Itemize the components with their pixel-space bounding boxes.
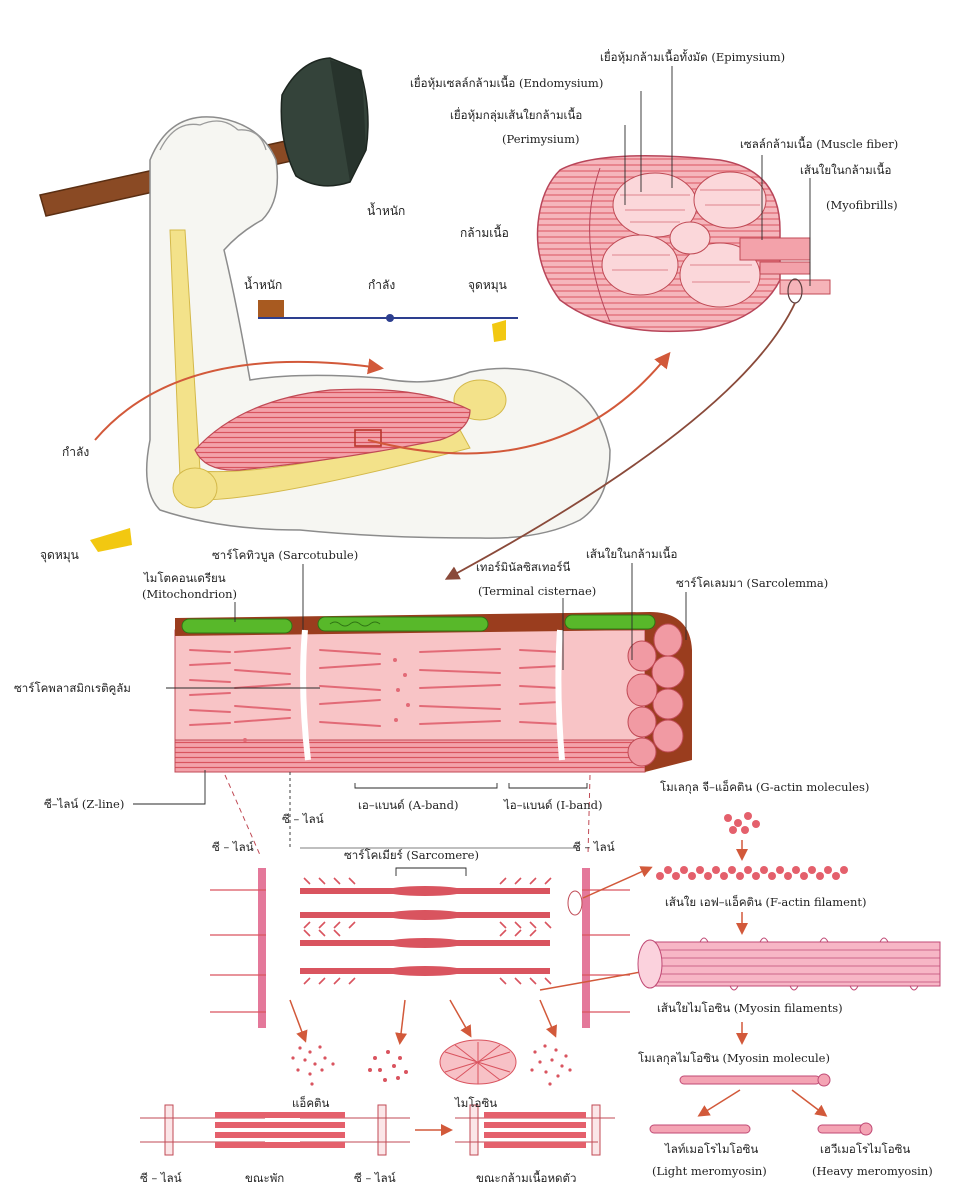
protein-section [638, 812, 940, 1135]
mitochondrion-3 [565, 615, 655, 629]
sarcomere-diagram [210, 775, 652, 1086]
mitochondrion-2 [318, 617, 488, 631]
contraction-label: ขณะกล้ามเนื้อหดตัว [476, 1171, 576, 1185]
sarcoplasmic-reticulum-label: ซาร์โคพลาสมิกเรติคูลัม [14, 681, 131, 695]
terminal-cisternae-en-label: (Terminal cisternae) [478, 584, 596, 598]
sarcolemma-label: ซาร์โคเลมมา (Sarcolemma) [676, 576, 828, 590]
z-disc-right [582, 868, 590, 1028]
lever-force-label: กำลัง [368, 278, 395, 292]
mitochondrion-th-label: ไมโตคอนเดรียน [144, 571, 226, 585]
perimysium-en-label: (Perimysium) [502, 132, 579, 146]
myofibril-en-label: (Myofibrills) [826, 198, 898, 212]
bottom-zline-left-label: ซี – ไลน์ [140, 1171, 182, 1185]
myosin-filaments-label: เส้นใยไมโอซิน (Myosin filaments) [657, 1001, 843, 1015]
lever-fulcrum [492, 320, 506, 342]
f-actin-label: เส้นใย เอฟ–แอ็คติน (F-actin filament) [665, 895, 866, 909]
bottom-zline-mid-label: ซี – ไลน์ [354, 1171, 396, 1185]
z-disc-left [258, 868, 266, 1028]
lever-force-point [386, 314, 394, 322]
arm-force-label: กำลัง [62, 445, 89, 459]
i-band-label: ไอ–แบนด์ (I-band) [504, 798, 603, 812]
terminal-cisternae-th-label: เทอร์มินัลซิสเทอร์นี [476, 560, 570, 574]
fiber-myofibril-label: เส้นใยในกล้ามเนื้อ [586, 547, 677, 561]
lever-weight-box [258, 300, 284, 318]
lever-weight-label: น้ำหนัก [244, 278, 282, 292]
arm-fulcrum-label: จุดหมุน [40, 548, 79, 562]
light-meromyosin-th-label: ไลท์เมอโรไมโอซิน [665, 1142, 758, 1156]
myosin-molecule [680, 1076, 820, 1084]
fiber-zline-label: ซี–ไลน์ (Z-line) [44, 797, 124, 811]
sarcotubule-label: ซาร์โคทิวบูล (Sarcotubule) [212, 548, 358, 562]
sarcomere-rest [140, 1105, 410, 1155]
fulcrum-wedge [90, 528, 132, 552]
arm-weight-label: น้ำหนัก [367, 204, 405, 218]
myosin-label: ไมโอซิน [455, 1096, 497, 1110]
f-actin-chain [656, 866, 848, 880]
heavy-meromyosin [818, 1125, 864, 1133]
perimysium-th-label: เยื่อหุ้มกลุ่มเส้นใยกล้ามเนื้อ [450, 108, 582, 122]
rest-label: ขณะพัก [245, 1171, 284, 1185]
sarcomere-zline-right-label: ซี – ไลน์ [573, 840, 615, 854]
cross-section-thick [368, 1050, 408, 1082]
light-meromyosin-en-label: (Light meromyosin) [652, 1164, 767, 1178]
endomysium-label: เยื่อหุ้มเซลล์กล้ามเนื้อ (Endomysium) [410, 76, 603, 90]
cross-section-actin [291, 1045, 334, 1085]
muscle-label: กล้ามเนื้อ [460, 226, 509, 240]
heavy-meromyosin-th-label: เฮวีเมอโรไมโอซิน [820, 1142, 910, 1156]
cross-section-overlap [440, 1040, 516, 1084]
lever-diagram [258, 300, 518, 342]
heavy-meromyosin-en-label: (Heavy meromyosin) [812, 1164, 933, 1178]
light-meromyosin [650, 1125, 750, 1133]
muscle-fiber-label: เซลล์กล้ามเนื้อ (Muscle fiber) [740, 137, 898, 151]
g-actin-label: โมเลกุล จี–แอ็คติน (G-actin molecules) [660, 780, 869, 794]
actin-label: แอ็คติน [292, 1096, 329, 1110]
lever-fulcrum-label: จุดหมุน [468, 278, 507, 292]
sarcomere-zline-top-label: ซี – ไลน์ [282, 812, 324, 826]
sarcomere-contracted [455, 1105, 615, 1155]
myofibril-th-label: เส้นใยในกล้ามเนื้อ [800, 163, 891, 177]
epimysium-label: เยื่อหุ้มกล้ามเนื้อทั้งมัด (Epimysium) [600, 50, 785, 64]
a-band-label: เอ–แบนด์ (A-band) [358, 798, 458, 812]
sarcomere-zline-left-label: ซี – ไลน์ [212, 840, 254, 854]
mitochondrion-en-label: (Mitochondrion) [142, 587, 237, 601]
cross-section-dotted [530, 1044, 571, 1085]
sarcomere-title-label: ซาร์โคเมียร์ (Sarcomere) [344, 848, 479, 862]
myosin-molecule-label: โมเลกุลไมโอซิน (Myosin molecule) [638, 1051, 830, 1065]
myosin-filament-bundle [638, 938, 940, 990]
mitochondrion-1 [182, 619, 292, 633]
